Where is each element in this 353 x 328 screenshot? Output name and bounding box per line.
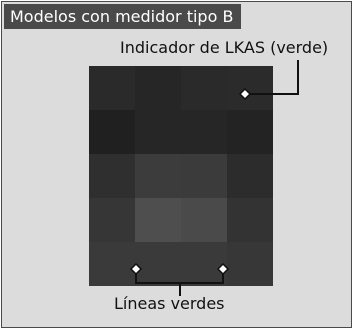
green-lines-label: Líneas verdes — [114, 294, 225, 313]
lkas-indicator-leader — [244, 60, 299, 95]
display-tile — [89, 198, 135, 242]
display-tile — [227, 242, 273, 286]
display-tile — [135, 242, 181, 286]
green-line-right-pointer — [216, 262, 230, 276]
green-lines-bracket — [135, 270, 224, 284]
lkas-indicator-label: Indicador de LKAS (verde) — [120, 38, 329, 57]
display-tile — [89, 242, 135, 286]
lkas-indicator-pointer — [238, 87, 252, 101]
display-tile — [135, 198, 181, 242]
section-header: Modelos con medidor tipo B — [4, 4, 242, 29]
instrument-display — [89, 66, 273, 286]
display-tile — [227, 110, 273, 154]
display-tile — [135, 66, 181, 110]
green-line-left-pointer — [129, 262, 143, 276]
display-tile — [227, 66, 273, 110]
display-tile — [181, 110, 227, 154]
display-tile — [227, 198, 273, 242]
display-tile — [135, 110, 181, 154]
display-tile — [227, 154, 273, 198]
display-tile — [135, 154, 181, 198]
display-tile — [181, 66, 227, 110]
display-tile — [181, 198, 227, 242]
display-tile — [89, 66, 135, 110]
display-tile — [181, 242, 227, 286]
display-tile — [89, 154, 135, 198]
display-tile — [181, 154, 227, 198]
display-tile — [89, 110, 135, 154]
callout-lines — [129, 60, 299, 296]
